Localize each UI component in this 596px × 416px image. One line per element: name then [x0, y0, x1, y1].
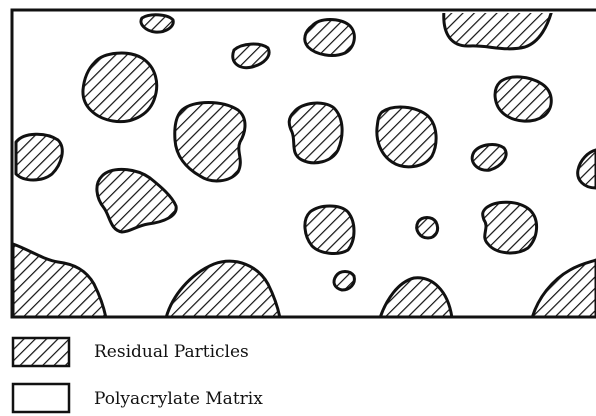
residual-particle [97, 169, 176, 232]
residual-particle [141, 15, 173, 32]
residual-particle [377, 107, 436, 167]
residual-particle [305, 206, 354, 253]
residual-particle [16, 134, 62, 180]
residual-particle [289, 103, 342, 163]
diagram-frame [12, 10, 596, 317]
residual-particle [444, 10, 552, 49]
residual-particle [233, 44, 269, 68]
residual-particle [334, 272, 354, 291]
residual-particle [578, 150, 596, 188]
residual-particle [472, 145, 506, 171]
residual-particle [13, 244, 106, 318]
legend-swatch-residual-particles [13, 338, 69, 366]
residual-particle [495, 77, 551, 121]
residual-particle [483, 202, 537, 253]
legend-label-polyacrylate-matrix: Polyacrylate Matrix [94, 389, 263, 409]
residual-particle [166, 261, 280, 318]
residual-particle [175, 103, 245, 181]
residual-particle [305, 20, 355, 56]
particle-field [13, 10, 596, 318]
legend-label-residual-particles: Residual Particles [94, 342, 249, 362]
residual-particle [532, 260, 596, 318]
residual-particle [380, 278, 452, 318]
residual-particle [83, 53, 157, 122]
residual-particle [417, 218, 438, 239]
legend-swatch-polyacrylate-matrix [13, 384, 69, 412]
